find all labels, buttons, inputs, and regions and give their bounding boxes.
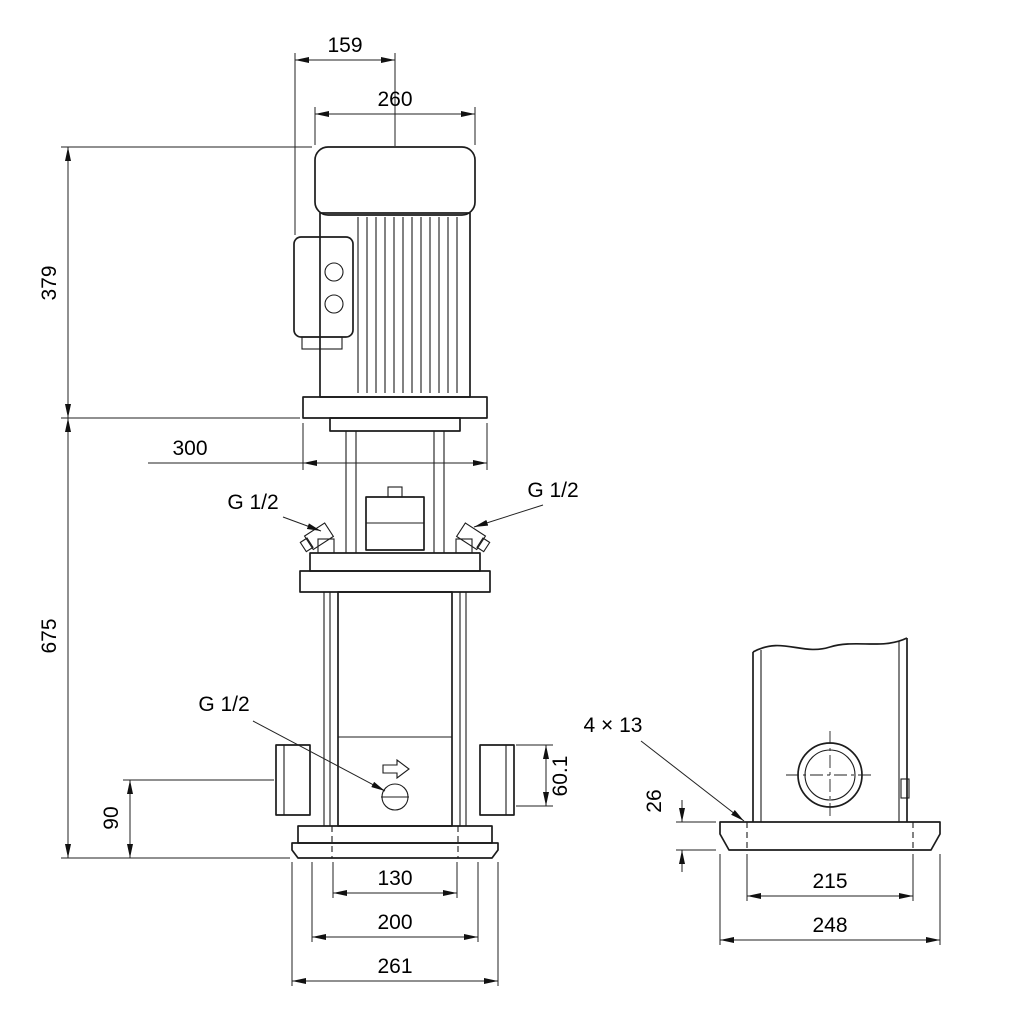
cable-entry-hole xyxy=(324,294,344,314)
dimension-300: 300 xyxy=(148,423,488,470)
gauge-port-left-callout: G 1/2 xyxy=(227,491,322,532)
drain-port-label: G 1/2 xyxy=(198,693,249,716)
dimension-200: 200 xyxy=(311,862,479,942)
gauge-port-right-callout: G 1/2 xyxy=(473,479,579,528)
gauge-plug-left xyxy=(299,522,335,553)
pump-base xyxy=(291,825,499,859)
terminal-box xyxy=(293,236,354,350)
dimension-130: 130 xyxy=(332,862,458,898)
cable-entry-hole xyxy=(324,262,344,282)
dimension-215: 215 xyxy=(746,854,914,901)
discharge-port xyxy=(479,744,515,816)
gauge-port-left-label: G 1/2 xyxy=(227,491,278,514)
dimension-260: 260 xyxy=(314,88,476,145)
dim-flange-width-label: 300 xyxy=(172,437,207,460)
motor-cooling-fins xyxy=(357,217,458,393)
dim-motor-height-label: 379 xyxy=(38,265,61,300)
dim-bolt-hole-spacing-label: 215 xyxy=(812,870,847,893)
dim-chamber-width-label: 130 xyxy=(377,867,412,890)
drain-port-callout: G 1/2 xyxy=(198,693,386,792)
dim-base-plate-height-label: 26 xyxy=(643,789,666,812)
front-view xyxy=(275,146,515,859)
dimension-261: 261 xyxy=(291,862,499,986)
pump-head xyxy=(299,538,491,593)
dim-pump-height-label: 675 xyxy=(38,618,61,653)
dim-motor-width-label: 260 xyxy=(377,88,412,111)
dimension-379: 379 xyxy=(38,146,312,419)
dimension-26: 26 xyxy=(643,789,716,872)
suction-port xyxy=(275,744,311,816)
gauge-port-right-label: G 1/2 xyxy=(527,479,578,502)
dim-port-offset-label: 60.1 xyxy=(549,756,572,797)
motor xyxy=(293,146,488,419)
dim-base-bolt-spacing-label: 200 xyxy=(377,911,412,934)
dim-motor-edge-to-center-label: 159 xyxy=(327,34,362,57)
motor-stool xyxy=(299,417,491,553)
drain-plug xyxy=(381,758,410,811)
dimension-675: 675 xyxy=(38,418,290,859)
dimension-159: 159 xyxy=(294,34,396,235)
fan-cover xyxy=(314,146,476,216)
nameplate-clip xyxy=(900,778,910,799)
dim-base-plate-width-label: 248 xyxy=(812,914,847,937)
motor-flange xyxy=(302,396,488,419)
bolt-holes-callout: 4 × 13 xyxy=(584,714,745,822)
pump-column xyxy=(323,591,467,827)
dimension-60-1: 60.1 xyxy=(516,744,572,807)
side-view xyxy=(719,637,941,851)
sleeve xyxy=(337,591,453,827)
bolt-holes-label: 4 × 13 xyxy=(584,714,643,737)
dimension-90: 90 xyxy=(100,779,274,858)
dim-port-height-label: 90 xyxy=(100,806,123,829)
gauge-plug-right xyxy=(455,522,491,553)
flow-arrow-icon xyxy=(382,758,410,780)
dimension-248: 248 xyxy=(719,854,941,945)
break-line xyxy=(752,637,908,653)
dim-base-width-label: 261 xyxy=(377,955,412,978)
base-plate xyxy=(719,821,941,851)
